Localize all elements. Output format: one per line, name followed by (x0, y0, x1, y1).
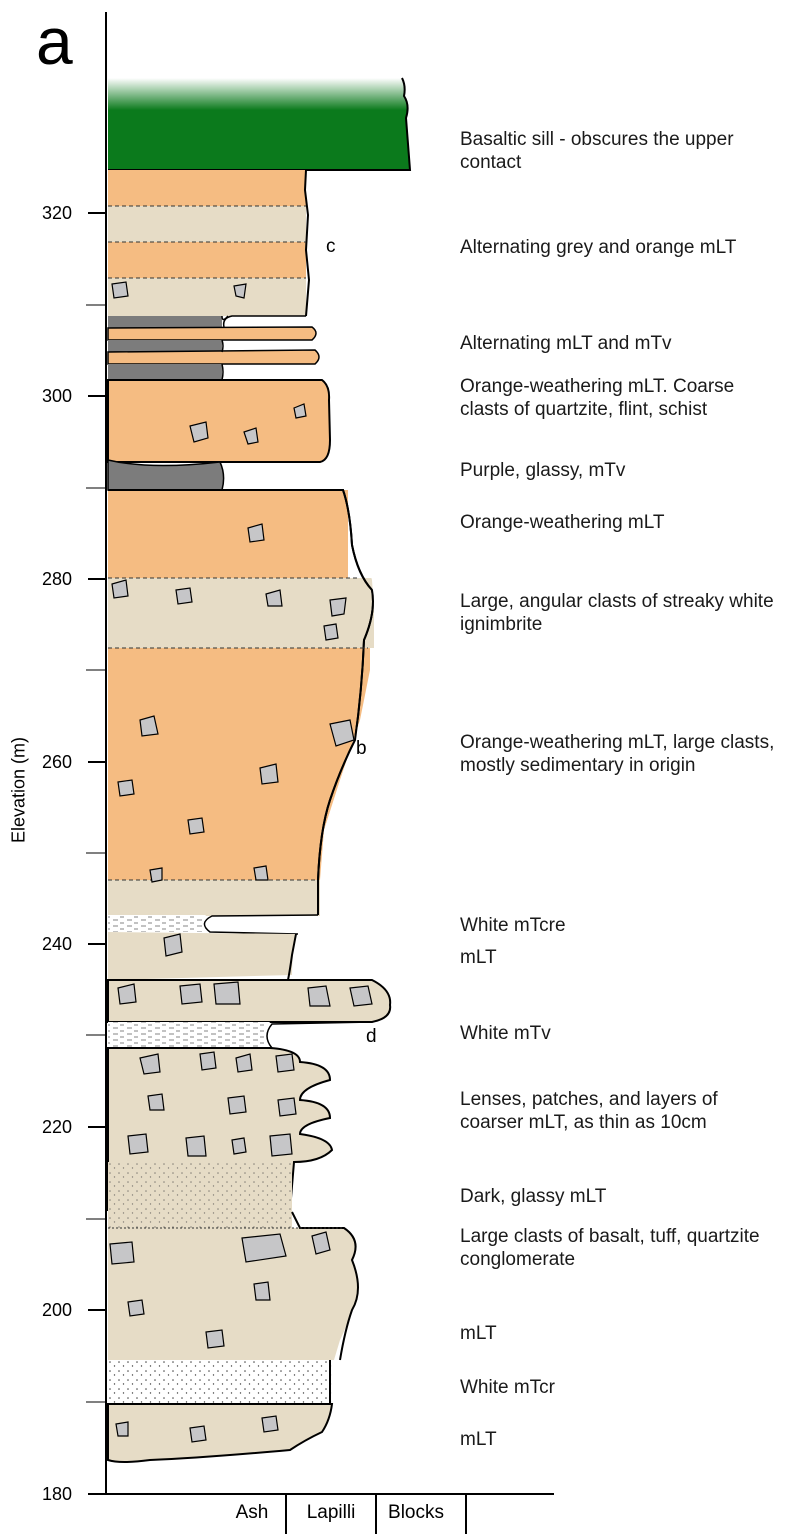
y-tick-label: 220 (28, 1118, 72, 1136)
description-lenses: Lenses, patches, and layers of coarser m… (460, 1088, 780, 1134)
mtv-purple-glassy (108, 460, 224, 490)
layer-grey-3 (108, 880, 320, 916)
unit-label-d: d (366, 1026, 377, 1048)
column-label-ash: Ash (236, 1502, 269, 1524)
panel-label: a (36, 6, 73, 76)
y-axis-title: Elevation (m) (9, 737, 30, 843)
description-alternating-grey-orange: Alternating grey and orange mLT (460, 236, 780, 259)
description-orange-large-clasts: Orange-weathering mLT, large clasts, mos… (460, 731, 780, 777)
description-white-mtcre: White mTcre (460, 914, 780, 937)
mtv-band-2 (108, 340, 222, 352)
description-alternating-mlt-mtv: Alternating mLT and mTv (460, 332, 780, 355)
description-mlt-3: mLT (460, 1428, 780, 1451)
layer-orange-2 (108, 242, 306, 278)
description-mlt-2: mLT (460, 1322, 780, 1345)
y-tick-label: 300 (28, 387, 72, 405)
white-mtv-streaks (108, 1022, 266, 1048)
description-white-mtcr: White mTcr (460, 1376, 780, 1399)
y-tick-label: 280 (28, 570, 72, 588)
layer-grey-base (108, 1404, 332, 1462)
y-tick-label: 200 (28, 1301, 72, 1319)
y-tick-label: 240 (28, 935, 72, 953)
mtv-band-1 (108, 316, 222, 328)
white-mtcre-streaks (108, 915, 204, 932)
unit-label-b: b (356, 738, 367, 760)
description-basaltic-sill: Basaltic sill - obscures the upper conta… (460, 128, 780, 174)
layer-grey-1 (108, 206, 306, 242)
description-orange-mlt: Orange-weathering mLT (460, 511, 780, 534)
description-orange-coarse: Orange-weathering mLT. Coarse clasts of … (460, 375, 780, 421)
unit-label-c: c (326, 236, 336, 258)
description-ignimbrite-clasts: Large, angular clasts of streaky white i… (460, 590, 780, 636)
mlt-band-2 (108, 350, 319, 364)
column-label-blocks: Blocks (388, 1502, 444, 1524)
layer-orange-4 (108, 490, 348, 578)
layer-orange-1 (108, 170, 306, 206)
y-tick-label: 320 (28, 204, 72, 222)
y-tick-label: 180 (28, 1485, 72, 1503)
layer-coarse-lens (108, 980, 390, 1022)
description-white-mtv: White mTv (460, 1022, 780, 1045)
basalt-sill (108, 78, 410, 170)
description-large-clasts-basalt: Large clasts of basalt, tuff, quartzite … (460, 1225, 780, 1271)
y-axis (86, 12, 106, 1494)
y-tick-label: 260 (28, 753, 72, 771)
description-dark-glassy: Dark, glassy mLT (460, 1185, 780, 1208)
mtv-band-3 (108, 364, 222, 380)
mlt-band-1 (108, 327, 316, 340)
layer-grey-2 (108, 278, 306, 316)
column-label-lapilli: Lapilli (307, 1502, 356, 1524)
layer-grey-4 (108, 932, 296, 980)
description-mlt-1: mLT (460, 946, 780, 969)
layer-orange-3 (108, 380, 330, 462)
description-purple-glassy: Purple, glassy, mTv (460, 459, 780, 482)
